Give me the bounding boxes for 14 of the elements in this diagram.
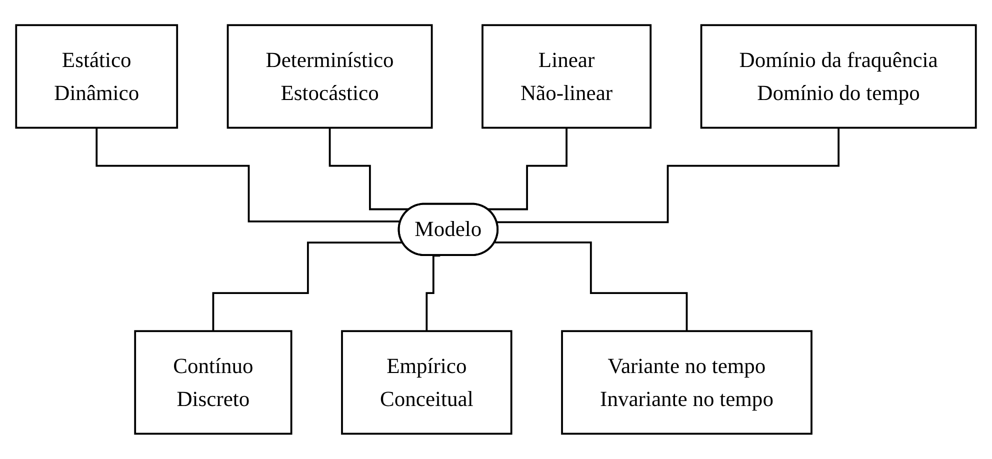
connector	[488, 126, 568, 210]
connector	[212, 242, 403, 332]
node-box: Estático Dinâmico	[15, 24, 178, 129]
node-box: Empírico Conceitual	[341, 330, 512, 435]
connector	[426, 254, 440, 332]
connector	[328, 126, 410, 210]
connector	[495, 242, 688, 332]
node-box: Domínio da fraquência Domínio do tempo	[700, 24, 977, 129]
connector	[96, 126, 401, 222]
connector	[496, 126, 840, 224]
node-box: Determinístico Estocástico	[226, 24, 433, 129]
node-box: Variante no tempo Invariante no tempo	[561, 330, 812, 435]
node-box: Contínuo Discreto	[134, 330, 292, 435]
node-box: Linear Não-linear	[482, 24, 652, 129]
